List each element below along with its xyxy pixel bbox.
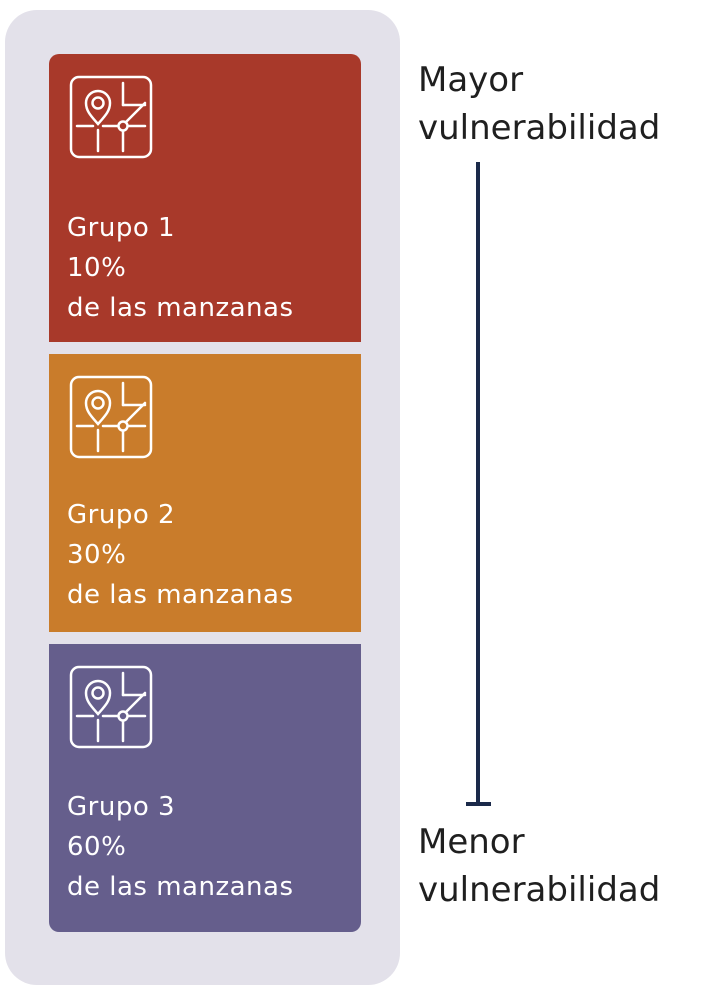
top-scale-label: Mayor vulnerabilidad — [418, 56, 660, 152]
group-caption: de las manzanas — [67, 872, 294, 902]
group-percent: 30% — [67, 540, 127, 570]
bottom-scale-label: Menor vulnerabilidad — [418, 818, 660, 914]
group-caption: de las manzanas — [67, 293, 294, 323]
map-pin-icon — [69, 375, 153, 459]
group-caption: de las manzanas — [67, 580, 294, 610]
group-name: Grupo 3 — [67, 792, 176, 822]
top-label-line-2: vulnerabilidad — [418, 108, 661, 148]
bottom-label-line-1: Menor — [418, 822, 525, 862]
bottom-label-line-2: vulnerabilidad — [418, 870, 661, 910]
group-name: Grupo 1 — [67, 213, 176, 243]
group-card-1: Grupo 1 10% de las manzanas — [49, 54, 361, 342]
group-name: Grupo 2 — [67, 500, 176, 530]
top-label-line-1: Mayor — [418, 60, 524, 100]
group-card-3: Grupo 3 60% de las manzanas — [49, 644, 361, 932]
vulnerability-axis — [476, 162, 480, 806]
group-percent: 60% — [67, 832, 127, 862]
axis-end-cap — [466, 802, 491, 806]
map-pin-icon — [69, 75, 153, 159]
group-card-2: Grupo 2 30% de las manzanas — [49, 354, 361, 632]
group-percent: 10% — [67, 253, 127, 283]
map-pin-icon — [69, 665, 153, 749]
